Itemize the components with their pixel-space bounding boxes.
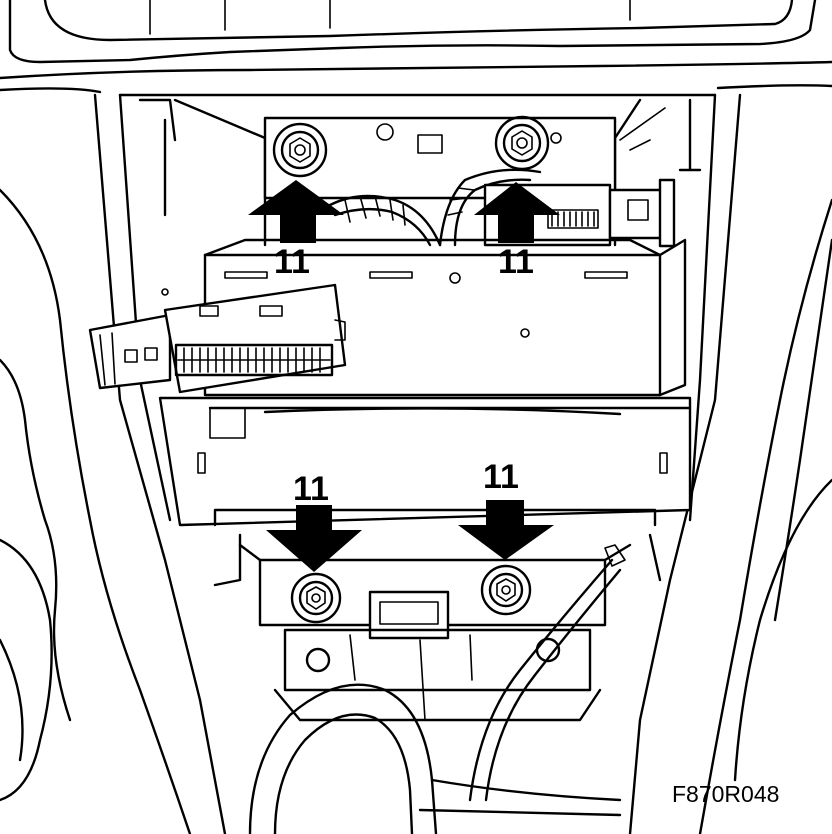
connector-pins-left [174, 343, 334, 377]
figure-reference-code: F870R048 [672, 781, 779, 807]
nut-lower-right [480, 564, 532, 616]
wiring-harness-lower [468, 544, 626, 802]
nut-lower-left [290, 572, 342, 624]
callout-label-bottom-left: 11 [293, 470, 329, 508]
callout-arrow-bottom-left [266, 505, 362, 572]
gear-lever [248, 683, 622, 834]
callout-label-top-left: 11 [274, 243, 310, 281]
lower-bracket [238, 543, 632, 722]
callout-label-top-right: 11 [498, 243, 534, 281]
left-plug-connector [88, 283, 347, 394]
callout-label-bottom-right: 11 [483, 458, 519, 496]
front-panel [158, 396, 692, 587]
callout-arrow-top-right [474, 182, 560, 243]
connector-pins-upper [547, 209, 599, 229]
callout-arrow-bottom-right [458, 500, 554, 560]
wiring-harness-upper [328, 168, 542, 247]
nut-upper-left [272, 122, 328, 178]
callout-arrow-top-left [248, 180, 344, 243]
